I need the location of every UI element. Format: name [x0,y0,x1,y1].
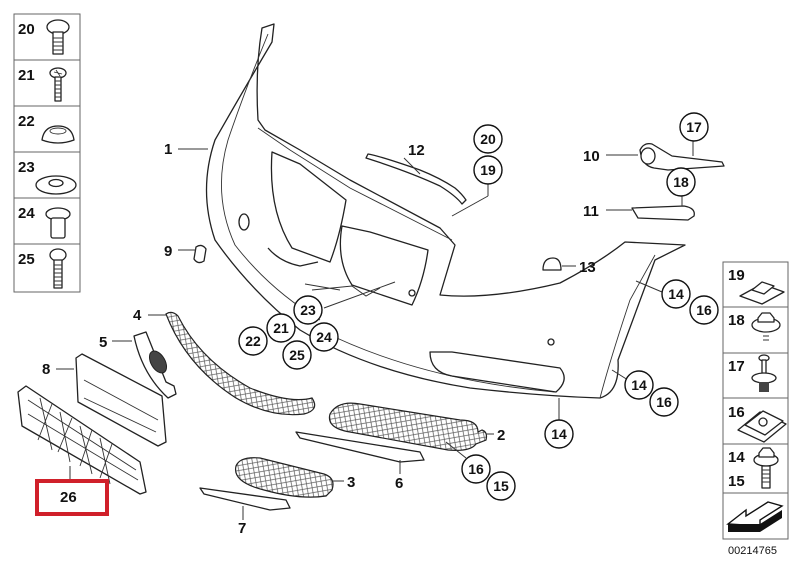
washer-icon [35,175,77,195]
hex-screw-icon [753,447,779,489]
callout-11: 11 [583,203,599,220]
svg-text:14: 14 [551,426,567,442]
expanding-rivet-icon [751,354,777,392]
callout-7: 7 [238,520,246,537]
callout-8: 8 [42,361,50,378]
callout-2: 2 [497,427,505,444]
circled-callout-24: 24 [309,322,339,352]
callout-4: 4 [133,307,142,324]
screw-phillips-icon [49,67,67,102]
legend-label-20: 20 [18,21,35,38]
bracket-part-11[interactable] [631,205,695,221]
screw-long-icon [49,248,67,289]
legend-label-15: 15 [728,473,745,490]
reference-number: 00214765 [728,545,777,557]
legend-label-25: 25 [18,251,35,268]
svg-text:21: 21 [273,320,289,336]
right-legend: 19 18 17 16 14 15 [722,261,789,557]
legend-label-18: 18 [728,312,745,329]
left-legend: 20 21 22 23 24 25 [13,13,81,293]
circled-callout-18: 18 [666,167,696,197]
legend-label-14: 14 [728,449,745,466]
circled-callout-16c: 16 [461,454,491,484]
callout-9: 9 [164,243,172,260]
callout-6: 6 [395,475,403,492]
square-nut-clip-icon [739,281,785,305]
legend-label-23: 23 [18,159,35,176]
leader-lines [56,140,694,520]
circled-callout-16b: 16 [649,387,679,417]
legend-label-19: 19 [728,267,745,284]
clip-part-13[interactable] [542,257,562,271]
hex-collar-screw-icon [751,312,781,341]
circled-callout-17: 17 [679,112,709,142]
trim-strip-part-7[interactable] [199,487,291,511]
svg-text:18: 18 [673,174,689,190]
svg-text:24: 24 [316,329,332,345]
circled-callout-25: 25 [282,340,312,370]
circled-callout-14c: 14 [544,419,574,449]
callout-3: 3 [347,474,355,491]
highlighted-part-26[interactable]: 26 [35,479,109,516]
callout-5: 5 [99,334,107,351]
highlight-box [35,479,109,516]
legend-label-24: 24 [18,205,35,222]
svg-text:14: 14 [668,286,684,302]
circled-callout-15c: 15 [486,471,516,501]
bumper-cover-part-1[interactable] [205,23,686,399]
trim-strip-part-6[interactable] [295,431,425,463]
circled-callout-16a: 16 [689,295,719,325]
circled-callouts: 17 18 20 19 23 21 22 24 25 14 16 14 16 1… [238,112,719,501]
callout-13: 13 [579,259,596,276]
svg-text:19: 19 [480,162,496,178]
circled-callout-19: 19 [473,155,503,185]
circled-callout-14b: 14 [624,370,654,400]
svg-text:25: 25 [289,347,305,363]
screw-round-head-icon [46,19,70,55]
clip-part-9[interactable] [193,244,207,264]
svg-text:15: 15 [493,478,509,494]
circled-callout-22: 22 [238,326,268,356]
svg-text:23: 23 [300,302,316,318]
trim-strip-part-12[interactable] [365,153,467,205]
fog-grille-left-part-3[interactable] [234,457,334,498]
circled-callout-14a: 14 [661,279,691,309]
front-direction-arrow-icon [726,501,784,532]
callout-1: 1 [164,141,172,158]
right-legend-frame [722,261,789,540]
svg-text:16: 16 [468,461,484,477]
svg-text:20: 20 [480,131,496,147]
svg-text:22: 22 [245,333,261,349]
callout-26: 26 [60,489,77,506]
carrier-grid-part-26[interactable] [17,385,147,495]
legend-label-21: 21 [18,67,35,84]
callout-12: 12 [408,142,425,159]
cap-plug-icon [41,125,75,144]
legend-label-17: 17 [728,358,745,375]
spring-nut-icon [737,410,787,443]
svg-text:16: 16 [696,302,712,318]
callout-labels: 1 2 3 4 5 6 7 8 9 10 11 12 13 [42,141,600,537]
circled-callout-20: 20 [473,124,503,154]
legend-label-22: 22 [18,113,35,130]
spacer-sleeve-icon [45,207,71,239]
svg-text:16: 16 [656,394,672,410]
lower-grille-part-4[interactable] [165,311,316,416]
svg-text:17: 17 [686,119,702,135]
circled-callout-21: 21 [266,313,296,343]
callout-10: 10 [583,148,600,165]
svg-text:14: 14 [631,377,647,393]
legend-label-16: 16 [728,404,745,421]
circled-callout-23: 23 [293,295,323,325]
